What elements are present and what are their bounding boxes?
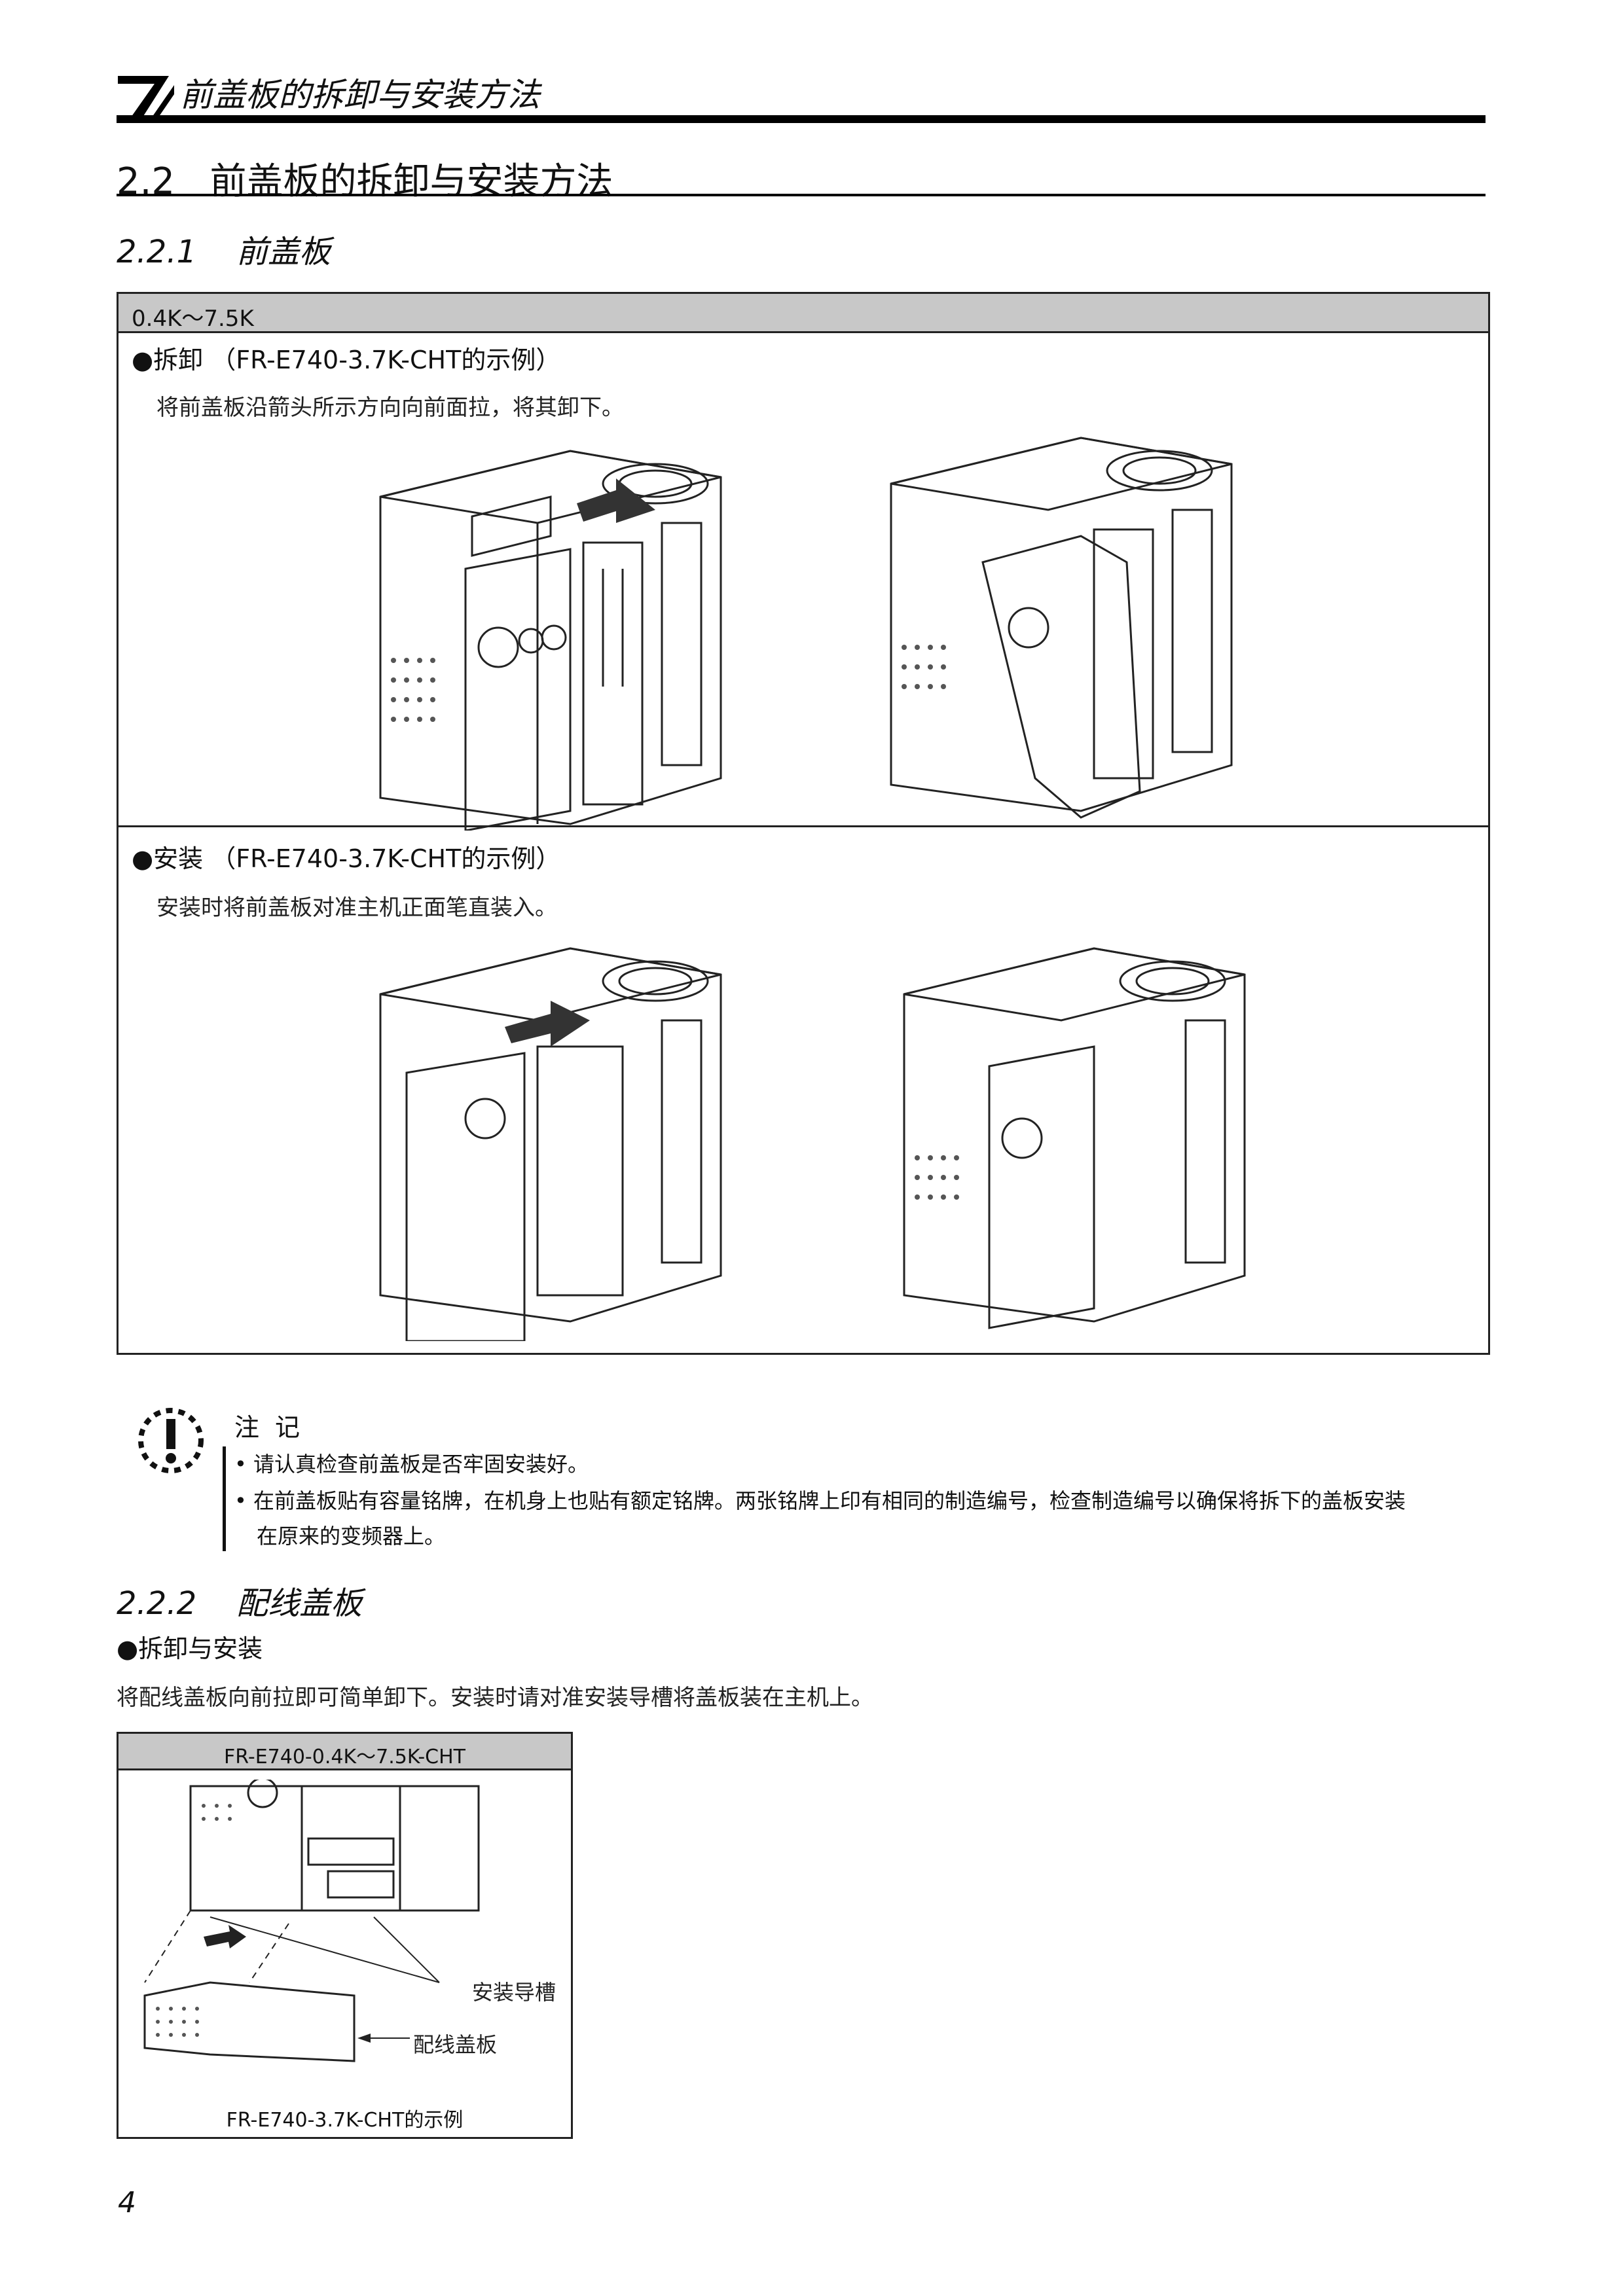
front-cover-box: 0.4K～7.5K ●拆卸 （FR-E740-3.7K-CHT的示例） 将前盖板… [117,292,1490,1355]
subsection-title-wiring-cover: 2.2.2 配线盖板 [117,1577,362,1623]
page-number: 4 [118,2186,136,2219]
removal-figure-1 [354,425,839,831]
removal-figure-2 [865,412,1336,831]
cover-label: 配线盖板 [413,2032,498,2057]
box-head-capacity: 0.4K～7.5K [119,294,1488,333]
subsection-number: 2.2.2 [117,1585,197,1622]
box-divider [119,825,1488,827]
removal-title: ●拆卸 （FR-E740-3.7K-CHT的示例） [132,346,561,374]
wiring-figure [132,1780,564,2100]
install-text: 安装时将前盖板对准主机正面笔直装入。 [156,895,557,921]
wiring-box-head: FR-E740-0.4K～7.5K-CHT [119,1734,571,1770]
note-item-2: • 在前盖板贴有容量铭牌，在机身上也贴有额定铭牌。两张铭牌上印有相同的制造编号，… [234,1488,1406,1513]
install-figure-1 [354,922,839,1341]
section-title: 2.2 前盖板的拆卸与安装方法 [117,152,613,205]
note-bar [223,1446,226,1551]
install-figure-2 [878,922,1349,1341]
note-item-2-cont: 在原来的变频器上。 [257,1524,446,1549]
subsection-text: 前盖板 [236,234,331,270]
install-title: ●安装 （FR-E740-3.7K-CHT的示例） [132,844,561,873]
caution-icon [135,1405,207,1477]
wiring-title: ●拆卸与安装 [117,1634,263,1663]
wiring-caption: FR-E740-3.7K-CHT的示例 [226,2109,464,2132]
subsection-number: 2.2.1 [117,234,197,270]
wiring-cover-box: FR-E740-0.4K～7.5K-CHT [117,1732,573,2139]
removal-text: 将前盖板沿箭头所示方向向前面拉，将其卸下。 [156,395,624,421]
note-item-1: • 请认真检查前盖板是否牢固安装好。 [234,1452,589,1477]
header-bar [117,115,1486,123]
note-title: 注记 [234,1413,316,1442]
section-number: 2.2 [117,160,175,203]
wiring-text: 将配线盖板向前拉即可简单卸下。安装时请对准安装导槽将盖板装在主机上。 [117,1685,873,1711]
section-title-text: 前盖板的拆卸与安装方法 [210,160,613,203]
chapter-logo-icon [117,72,175,123]
guide-label: 安装导槽 [472,1980,556,2005]
subsection-text: 配线盖板 [236,1585,363,1622]
running-header: 前盖板的拆卸与安装方法 [180,76,540,114]
subsection-title-front-cover: 2.2.1 前盖板 [117,226,331,272]
section-rule [117,194,1486,196]
